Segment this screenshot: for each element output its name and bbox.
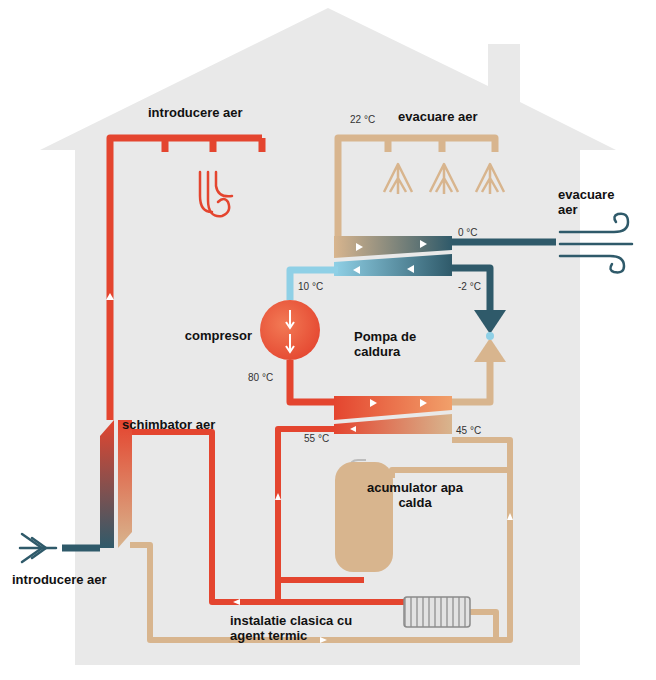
radiator [404, 597, 470, 627]
temperature-label: 80 °C [248, 372, 273, 384]
exhaust-air-arrows [384, 164, 504, 194]
exhaust-outlet-duct [452, 239, 556, 246]
supply-air-duct [110, 138, 262, 420]
intake-air-symbol [20, 534, 56, 562]
hot-water-tank: acumulator apa calda [335, 462, 393, 572]
node-label: acumulator apa calda [365, 481, 465, 511]
air-heat-exchanger [118, 420, 132, 548]
return-water-pipe [130, 440, 510, 640]
temperature-label: 22 °C [350, 114, 375, 126]
air-inlet-label: introducere aer [12, 573, 107, 588]
air-outlet-label: evacuare aer [398, 110, 478, 125]
exchanger-label: schimbator aer [122, 418, 215, 433]
circle-shape [260, 300, 320, 360]
node-label: compresor [185, 329, 252, 344]
heat-pump-label: Pompa de caldura [354, 330, 450, 360]
refrigerant-pipe [452, 268, 490, 312]
compressor-circle: compresor [260, 300, 320, 360]
house-outline [40, 8, 616, 665]
air-inlet-label: introducere aer [148, 106, 243, 121]
hot-water-tank-outline [335, 462, 393, 572]
flow-arrow [286, 310, 294, 352]
air-heat-exchanger [100, 420, 114, 548]
temperature-label: 10 °C [298, 281, 323, 293]
temperature-label: -2 °C [458, 281, 481, 293]
evaporator-exchanger [334, 236, 452, 258]
tank-shape [335, 462, 393, 572]
heating-system-label: instalatie clasica cu agent termic [230, 614, 360, 644]
temperature-label: 45 °C [456, 425, 481, 437]
intake-air-duct [62, 545, 100, 552]
exhaust-wind-swirl [560, 214, 632, 273]
temperature-label: 0 °C [458, 227, 478, 239]
refrigerant-pipe [290, 270, 338, 300]
refrigerant-pipe [452, 360, 490, 402]
condenser-exchanger [334, 414, 452, 434]
flow-arrow [350, 399, 427, 432]
supply-air-swirl [200, 172, 232, 216]
expansion-valve [474, 310, 506, 362]
temperature-label: 55 °C [304, 433, 329, 445]
exhaust-air-duct [338, 138, 495, 242]
refrigerant-pipe [290, 360, 338, 402]
air-outlet-label: evacuare aer [558, 188, 618, 218]
hot-water-pipe [130, 429, 404, 602]
compressor-circle-outline [260, 300, 320, 360]
evaporator-exchanger [334, 254, 452, 276]
flow-arrow [353, 240, 427, 274]
